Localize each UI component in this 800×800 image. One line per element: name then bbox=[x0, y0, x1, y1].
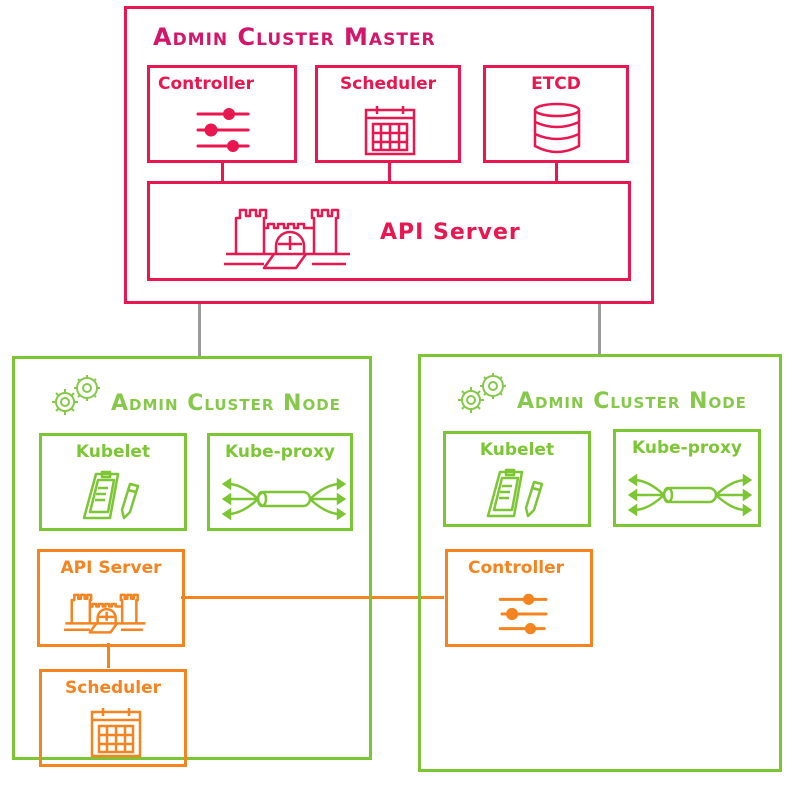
calendar-icon bbox=[364, 104, 416, 156]
node-2-controller[interactable]: Controller bbox=[445, 549, 593, 647]
master-title: Admin Cluster Master bbox=[153, 23, 436, 51]
connector-apiserver-scheduler bbox=[107, 643, 110, 668]
node-2-kube-proxy[interactable]: Kube-proxy bbox=[613, 429, 761, 527]
master-api-server[interactable]: API Server bbox=[147, 181, 631, 281]
component-label: Kube-proxy bbox=[631, 438, 742, 458]
admin-cluster-node-1: Admin Cluster Node Kubelet Kube-proxy bbox=[12, 356, 372, 767]
clipboard-pencil-icon bbox=[486, 470, 548, 520]
sliders-icon bbox=[196, 106, 252, 154]
connector-master-node-2 bbox=[598, 302, 601, 354]
component-label: API Server bbox=[60, 558, 162, 578]
component-label: Scheduler bbox=[340, 74, 436, 94]
gears-icon bbox=[455, 373, 511, 415]
master-controller[interactable]: Controller bbox=[147, 65, 297, 163]
pipe-arrows-icon bbox=[628, 476, 752, 516]
connector-scheduler-apiserver bbox=[388, 163, 391, 183]
sliders-icon bbox=[496, 592, 552, 636]
component-label: Controller bbox=[468, 558, 565, 578]
connector-controller-apiserver bbox=[221, 163, 224, 183]
clipboard-pencil-icon bbox=[82, 472, 144, 522]
node-title: Admin Cluster Node bbox=[517, 389, 747, 414]
node-1-kubelet[interactable]: Kubelet bbox=[39, 433, 187, 531]
component-label: Controller bbox=[158, 74, 255, 94]
node-2-kubelet[interactable]: Kubelet bbox=[443, 431, 591, 527]
database-icon bbox=[532, 102, 582, 154]
master-scheduler[interactable]: Scheduler bbox=[315, 65, 461, 163]
castle-icon bbox=[64, 588, 148, 638]
connector-etcd-apiserver bbox=[555, 163, 558, 183]
admin-cluster-node-2: Admin Cluster Node Kubelet Kube-proxy bbox=[418, 354, 782, 772]
admin-cluster-master: Admin Cluster Master Controller Schedule… bbox=[124, 6, 654, 304]
component-label: ETCD bbox=[531, 74, 581, 94]
api-server-label: API Server bbox=[380, 220, 521, 245]
component-label: Scheduler bbox=[65, 678, 161, 698]
node-title: Admin Cluster Node bbox=[111, 391, 341, 416]
component-label: Kubelet bbox=[75, 442, 151, 462]
connector-master-node-1 bbox=[198, 302, 201, 358]
component-label: Kubelet bbox=[479, 440, 555, 460]
pipe-arrows-icon bbox=[222, 480, 346, 520]
castle-icon bbox=[224, 206, 354, 270]
master-etcd[interactable]: ETCD bbox=[483, 65, 629, 163]
component-label: Kube-proxy bbox=[224, 442, 335, 462]
connector-apiserver-controller bbox=[181, 596, 444, 599]
node-1-scheduler[interactable]: Scheduler bbox=[39, 669, 187, 767]
node-1-api-server[interactable]: API Server bbox=[37, 549, 185, 647]
node-1-kube-proxy[interactable]: Kube-proxy bbox=[207, 433, 353, 531]
gears-icon bbox=[49, 375, 105, 417]
calendar-icon bbox=[90, 706, 142, 758]
